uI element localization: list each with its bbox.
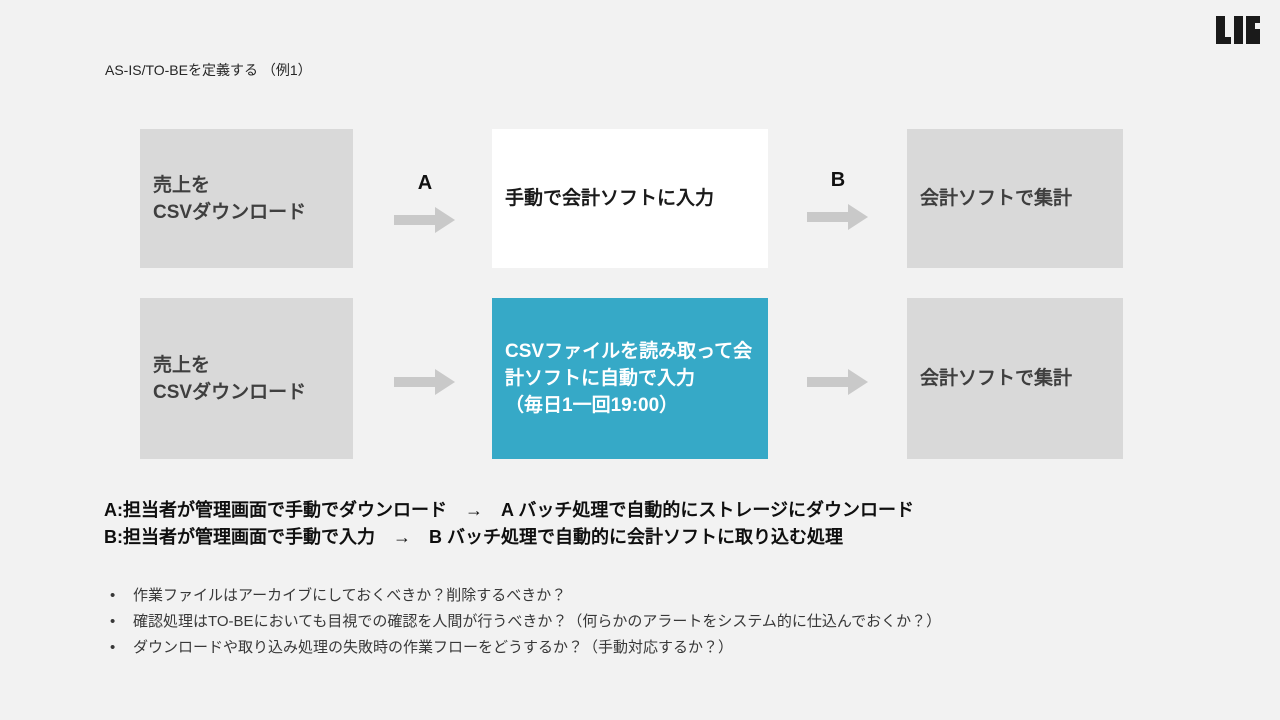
bullet-icon: • [110, 639, 116, 656]
arrow-label-b: B [830, 169, 846, 191]
lig-logo-icon [1216, 16, 1260, 44]
right-arrow-icon [394, 369, 455, 395]
box-text-line: CSVファイルを読み取って会 [505, 341, 753, 362]
box-text-line: CSVダウンロード [153, 381, 307, 403]
tobe-box-sales-csv-download: 売上を CSVダウンロード [140, 298, 353, 459]
right-arrow-icon [807, 369, 868, 395]
box-text-line: （毎日1一回19:00） [505, 395, 679, 416]
box-text-line: 計ソフトに自動で入力 [505, 368, 696, 389]
list-item: • 確認処理はTO-BEにおいても目視での確認を人間が行うべきか？（何らかのアラ… [106, 609, 941, 635]
slide-title: AS-IS/TO-BEを定義する （例1） [105, 62, 312, 78]
tobe-box-aggregate: 会計ソフトで集計 [907, 298, 1123, 459]
box-text-line: 売上を [153, 174, 211, 196]
arrow-group-b: B [807, 167, 869, 232]
bullet-icon: • [110, 587, 116, 604]
box-text-line: 会計ソフトで集計 [920, 368, 1073, 389]
note-text: ダウンロードや取り込み処理の失敗時の作業フローをどうするか？（手動対応するか？） [133, 639, 734, 656]
arrow-label-a: A [417, 172, 433, 194]
ab-definitions: A:担当者が管理画面で手動でダウンロード → A バッチ処理で自動的にストレージ… [104, 497, 914, 551]
bullet-icon: • [110, 613, 116, 630]
definition-line-a: A:担当者が管理画面で手動でダウンロード → A バッチ処理で自動的にストレージ… [104, 500, 914, 520]
arrow-group-tobe-2 [807, 367, 869, 397]
asis-box-manual-input: 手動で会計ソフトに入力 [492, 129, 768, 268]
asis-box-sales-csv-download: 売上を CSVダウンロード [140, 129, 353, 268]
box-text-line: 会計ソフトで集計 [920, 188, 1073, 209]
notes-list: • 作業ファイルはアーカイブにしておくべきか？削除するべきか？ • 確認処理はT… [106, 583, 941, 661]
note-text: 確認処理はTO-BEにおいても目視での確認を人間が行うべきか？（何らかのアラート… [133, 613, 942, 630]
list-item: • ダウンロードや取り込み処理の失敗時の作業フローをどうするか？（手動対応するか… [106, 635, 941, 661]
note-text: 作業ファイルはアーカイブにしておくべきか？削除するべきか？ [133, 587, 567, 604]
definition-line-b: B:担当者が管理画面で手動で入力 → B バッチ処理で自動的に会計ソフトに取り込… [104, 527, 843, 547]
right-arrow-icon [807, 204, 868, 230]
right-arrow-icon [394, 207, 455, 233]
box-text-line: CSVダウンロード [153, 201, 307, 223]
asis-box-aggregate: 会計ソフトで集計 [907, 129, 1123, 268]
box-text-line: 手動で会計ソフトに入力 [505, 188, 715, 209]
arrow-group-tobe-1 [394, 367, 456, 397]
arrow-group-a: A [394, 170, 456, 235]
tobe-box-auto-input: CSVファイルを読み取って会 計ソフトに自動で入力 （毎日1一回19:00） [492, 298, 768, 459]
list-item: • 作業ファイルはアーカイブにしておくべきか？削除するべきか？ [106, 583, 941, 609]
box-text-line: 売上を [153, 354, 211, 376]
